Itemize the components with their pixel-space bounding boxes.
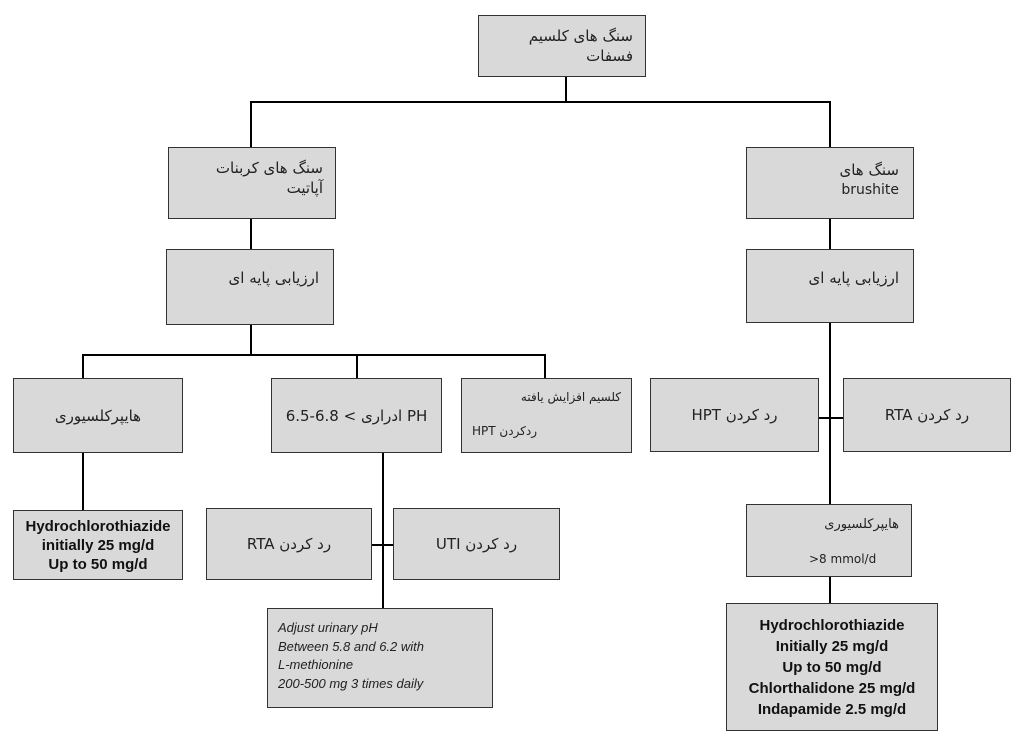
rule-out-hpt-label: رد کردن HPT xyxy=(691,406,778,424)
basic-evaluation-label: ارزیابی پایه ای xyxy=(228,269,319,287)
connector xyxy=(829,218,831,249)
drug-line: Hydrochlorothiazide xyxy=(25,517,171,535)
connector xyxy=(818,417,844,419)
urinary-ph-threshold: 6.5-6.8 < xyxy=(285,406,357,425)
rule-out-rta-label: رد کردن RTA xyxy=(884,406,970,424)
drug-line: Up to 50 mg/d xyxy=(782,658,882,676)
drug-line: Indapamide 2.5 mg/d xyxy=(757,700,907,718)
brushite-line1: سنگ های xyxy=(839,161,899,179)
rule-out-uti-label: رد کردن UTI xyxy=(435,535,518,553)
rule-out-rta-label: رد کردن RTA xyxy=(246,535,332,553)
connector xyxy=(250,218,252,249)
adjust-line: L-methionine xyxy=(278,657,354,672)
carbonate-apatite-line1: سنگ های کربنات xyxy=(215,159,323,177)
rule-out-hpt-label: ردکردن HPT xyxy=(472,424,538,438)
hypercalciuria-node-right: هایپرکلسیوری >8 mmol/d xyxy=(746,504,912,577)
brushite-stones-node: سنگ های brushite xyxy=(746,147,914,219)
drug-line: Initially 25 mg/d xyxy=(775,637,889,655)
carbonate-apatite-stones-node: سنگ های کربنات آپاتیت xyxy=(168,147,336,219)
hypercalciuria-label: هایپرکلسیوری xyxy=(824,517,899,532)
adjust-line: 200-500 mg 3 times daily xyxy=(278,675,424,691)
drug-line: Chlorthalidone 25 mg/d xyxy=(748,679,916,697)
adjust-line: Between 5.8 and 6.2 with xyxy=(278,638,424,654)
basic-evaluation-node-right: ارزیابی پایه ای xyxy=(746,249,914,323)
connector xyxy=(544,354,546,378)
adjust-urinary-ph-node: Adjust urinary pH Between 5.8 and 6.2 wi… xyxy=(267,608,493,708)
connector xyxy=(250,324,252,355)
elevated-calcium-node: کلسیم افزایش یافته ردکردن HPT xyxy=(461,378,632,453)
connector xyxy=(565,76,567,102)
root-node-line1: سنگ های کلسیم xyxy=(528,27,633,45)
connector xyxy=(82,354,545,356)
basic-evaluation-node-left: ارزیابی پایه ای xyxy=(166,249,334,325)
hypercalciuria-node-left: هایپرکلسیوری xyxy=(13,378,183,453)
rule-out-rta-node-left: رد کردن RTA xyxy=(206,508,372,580)
rule-out-hpt-node: رد کردن HPT xyxy=(650,378,819,452)
connector xyxy=(829,101,831,147)
connector xyxy=(382,452,384,608)
thiazide-treatment-right: Hydrochlorothiazide Initially 25 mg/d Up… xyxy=(726,603,938,731)
connector xyxy=(82,354,84,378)
hypercalciuria-threshold: >8 mmol/d xyxy=(809,552,877,566)
connector xyxy=(250,101,252,147)
connector xyxy=(356,354,358,378)
connector xyxy=(829,322,831,504)
elevated-calcium-label: کلسیم افزایش یافته xyxy=(520,390,621,404)
urinary-ph-text: PH ادراری xyxy=(360,406,428,425)
hydrochlorothiazide-treatment-left: Hydrochlorothiazide initially 25 mg/d Up… xyxy=(13,510,183,580)
rule-out-rta-node-right: رد کردن RTA xyxy=(843,378,1011,452)
carbonate-apatite-line2: آپاتیت xyxy=(286,179,323,197)
urinary-ph-node: 6.5-6.8 < PH ادراری xyxy=(271,378,442,453)
connector xyxy=(370,544,394,546)
drug-line: Up to 50 mg/d xyxy=(48,555,148,573)
basic-evaluation-label: ارزیابی پایه ای xyxy=(808,269,899,287)
hypercalciuria-label: هایپرکلسیوری xyxy=(54,406,142,425)
root-node-calcium-phosphate-stones: سنگ های کلسیم فسفات xyxy=(478,15,646,77)
adjust-line: Adjust urinary pH xyxy=(278,620,378,635)
urinary-ph-label: 6.5-6.8 < PH ادراری xyxy=(286,407,428,425)
rule-out-uti-node: رد کردن UTI xyxy=(393,508,560,580)
brushite-line2: brushite xyxy=(841,182,899,198)
drug-line: Hydrochlorothiazide xyxy=(759,616,905,634)
drug-line: initially 25 mg/d xyxy=(41,536,155,554)
connector xyxy=(82,452,84,510)
root-node-line2: فسفات xyxy=(586,47,633,65)
connector xyxy=(250,101,830,103)
connector xyxy=(829,576,831,603)
